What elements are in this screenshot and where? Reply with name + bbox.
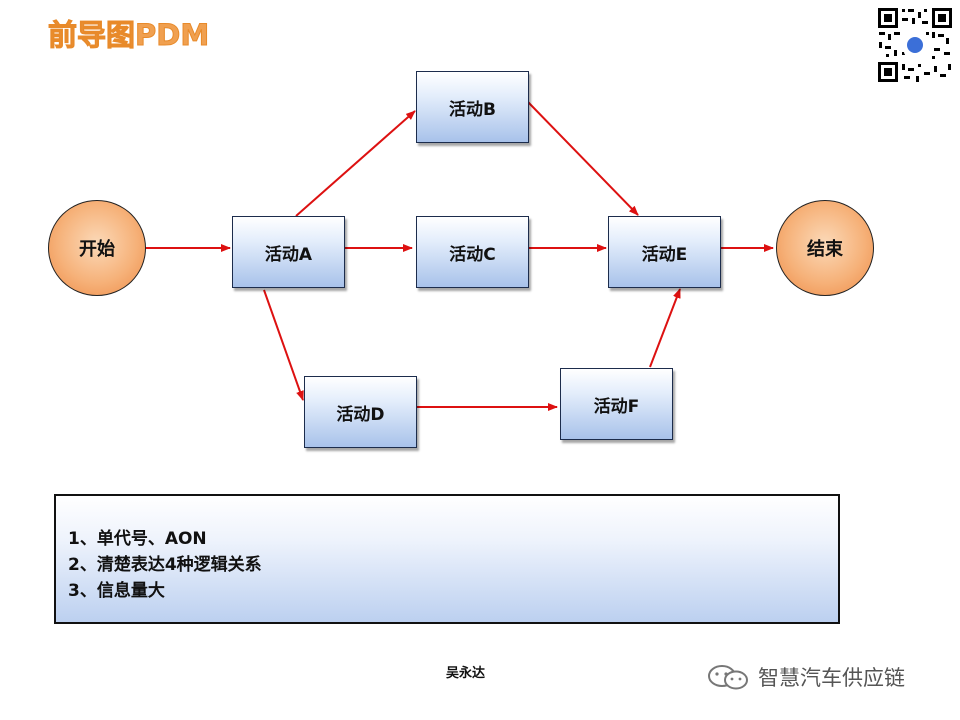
node-activity-b-label: 活动B bbox=[449, 99, 496, 120]
node-activity-a: 活动A bbox=[232, 216, 345, 288]
node-activity-b: 活动B bbox=[416, 71, 529, 143]
node-start-label: 开始 bbox=[79, 239, 115, 260]
node-end-label: 结束 bbox=[807, 239, 843, 260]
edge-F-E bbox=[649, 288, 681, 368]
notes-box: 1、单代号、AON 2、清楚表达4种逻辑关系 3、信息量大 bbox=[54, 494, 840, 624]
edge-A-D bbox=[263, 289, 304, 401]
logo: 前导图PDM bbox=[47, 18, 210, 53]
node-activity-f-label: 活动F bbox=[593, 396, 640, 417]
edge-A-B bbox=[295, 110, 416, 217]
node-start: 开始 bbox=[48, 200, 146, 296]
note-line-1: 1、单代号、AON bbox=[68, 529, 207, 549]
node-activity-e: 活动E bbox=[608, 216, 721, 288]
wechat-account-name: 智慧汽车供应链 bbox=[758, 666, 905, 690]
edge-B-E bbox=[527, 101, 639, 216]
node-activity-c-label: 活动C bbox=[449, 244, 496, 265]
note-line-2: 2、清楚表达4种逻辑关系 bbox=[68, 555, 262, 575]
node-activity-d: 活动D bbox=[304, 376, 417, 448]
wechat-icon bbox=[708, 665, 748, 690]
node-activity-f: 活动F bbox=[560, 368, 673, 440]
qr-code bbox=[876, 6, 954, 84]
node-activity-a-label: 活动A bbox=[264, 244, 313, 265]
node-activity-c: 活动C bbox=[416, 216, 529, 288]
wechat-watermark: 智慧汽车供应链 bbox=[704, 662, 905, 692]
author-name: 吴永达 bbox=[446, 666, 486, 681]
node-activity-d-label: 活动D bbox=[336, 404, 385, 425]
node-end: 结束 bbox=[776, 200, 874, 296]
note-line-3: 3、信息量大 bbox=[68, 581, 165, 601]
node-activity-e-label: 活动E bbox=[641, 244, 688, 265]
